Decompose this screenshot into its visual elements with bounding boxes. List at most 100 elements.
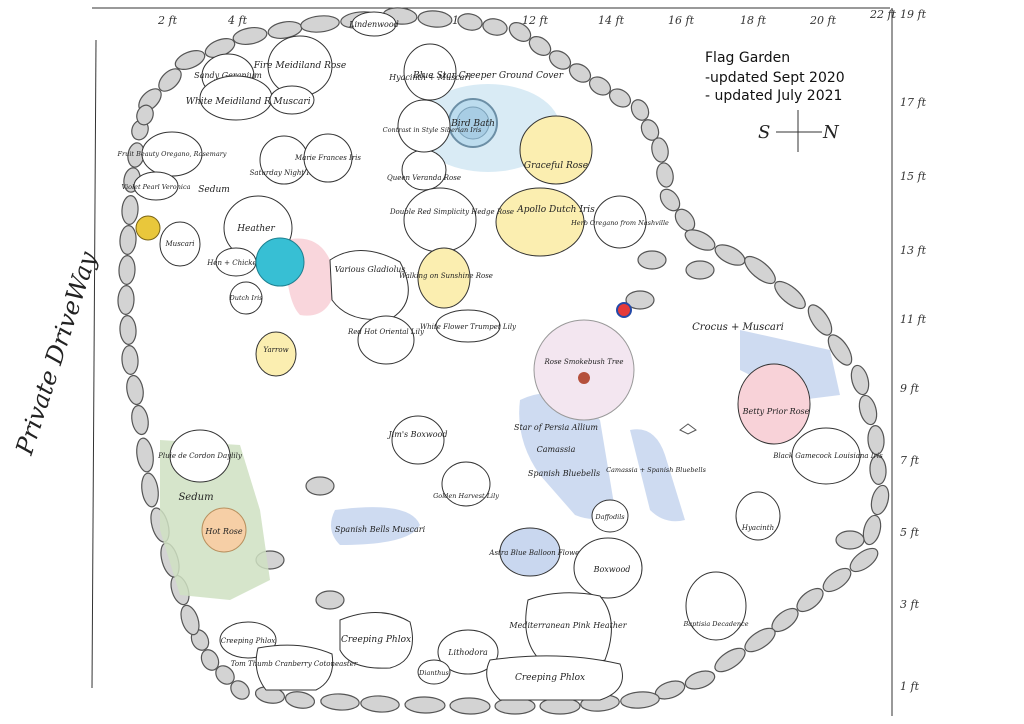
- flagstone: [482, 18, 508, 36]
- bed-label: Sedum: [198, 185, 230, 195]
- flagstone: [232, 27, 268, 45]
- flagstone: [121, 195, 139, 225]
- bed-label: Pluie de Cordon Daylily: [157, 452, 243, 460]
- bed-black-gamecock-iris: Black Gamecock Louisiana Iris: [772, 427, 883, 485]
- flagstone: [300, 15, 340, 33]
- flagstone: [449, 697, 491, 715]
- flagstone: [568, 63, 592, 83]
- flagstone: [180, 604, 200, 636]
- bed-betty-prior-rose: Betty Prior Rose: [737, 363, 811, 445]
- compass: S N: [758, 110, 840, 152]
- flagstone: [174, 50, 206, 70]
- tick-top: 12 ft: [522, 14, 549, 27]
- bed-label: Tom Thumb Cranberry Cotoneaster: [231, 660, 358, 668]
- bed-label: Fire Meidiland Rose: [253, 61, 346, 71]
- flagstone: [807, 304, 833, 336]
- flagstone: [588, 76, 612, 96]
- bed-label: Yarrow: [263, 346, 288, 354]
- flagstone: [796, 587, 824, 613]
- bed-dianthus: Dianthus: [417, 659, 451, 685]
- flagstone: [119, 225, 137, 255]
- flagstone: [117, 285, 135, 315]
- bed-crocus-muscari: Crocus + Muscari: [692, 322, 784, 333]
- bed-label: Dianthus: [418, 669, 449, 677]
- tick-right: 13 ft: [900, 244, 927, 257]
- bed-label: Sandy Geranium: [194, 71, 262, 80]
- flagstone: [284, 691, 316, 709]
- flagstone: [684, 670, 716, 690]
- bed-label: Marie Frances Iris: [294, 154, 361, 162]
- bed-label: Blue Star Creeper Ground Cover: [412, 71, 564, 81]
- bed-mediterranean-heather: Mediterranean Pink Heather: [508, 592, 628, 667]
- tick-top: 14 ft: [598, 14, 625, 27]
- bed-daffodils: Daffodils: [591, 499, 629, 533]
- bed-label: Lindenwood: [348, 20, 399, 29]
- measurement-axes: [91, 7, 893, 716]
- flagstone: [118, 255, 136, 285]
- bed-marie-frances-iris: Marie Frances Iris: [294, 133, 361, 183]
- bed-hyacinth-right: Hyacinth: [735, 491, 781, 541]
- flagstone: [508, 22, 532, 42]
- bird-bath: Bird Bath: [448, 98, 498, 148]
- bed-spanish-bluebells: Spanish Bluebells: [528, 469, 600, 478]
- bed-yarrow: Yarrow: [255, 331, 297, 377]
- tick-right: 19 ft: [900, 8, 927, 21]
- bed-label: Camassia: [537, 445, 576, 454]
- bed-label: Camassia + Spanish Bluebells: [606, 466, 706, 474]
- bed-label: Graceful Rose: [524, 161, 588, 171]
- bed-walking-on-sunshine: Walking on Sunshine Rose: [399, 247, 493, 309]
- bed-double-red-rose: Double Red Simplicity Hedge Rose: [389, 187, 514, 253]
- flagstone: [651, 137, 669, 163]
- compass-s: S: [758, 122, 770, 143]
- bed-fire-meidiland-rose: Fire Meidiland Rose: [253, 35, 346, 97]
- bed-label: Walking on Sunshine Rose: [399, 272, 493, 280]
- bed-veronica: Violet Pearl Veronica: [122, 171, 191, 201]
- bed-camassia: Camassia: [537, 445, 576, 454]
- bed-label: Jim's Boxwood: [386, 430, 447, 439]
- bed-graceful-rose: Graceful Rose: [519, 115, 593, 185]
- flagstone: [827, 334, 853, 366]
- bed-label: Spanish Bluebells: [528, 469, 600, 478]
- flagstone: [158, 68, 182, 92]
- flagstone: [136, 104, 154, 126]
- flagstone: [744, 627, 776, 653]
- tick-top: 22 ft: [869, 8, 897, 21]
- flagstone: [714, 647, 746, 673]
- stepping-stone: [835, 530, 865, 550]
- bed-sedum-top: Sedum: [198, 185, 230, 195]
- tick-top: 4 ft: [227, 14, 248, 27]
- bed-trumpet-lily: White Flower Trumpet Lily: [420, 309, 517, 343]
- bed-label: Creeping Phlox: [515, 673, 585, 683]
- bed-label: Astra Blue Balloon Flower: [488, 549, 583, 557]
- bed-dutch-iris-left: Dutch Iris: [229, 281, 264, 315]
- bed-label: Black Gamecock Louisiana Iris: [772, 452, 883, 460]
- bed-label: Creeping Phlox: [221, 637, 276, 645]
- stepping-stone: [305, 476, 335, 496]
- bed-various-gladiolus: Various Gladiolus: [329, 250, 409, 321]
- flagstone: [200, 649, 220, 671]
- bed-label: Dutch Iris: [229, 294, 264, 302]
- legend-updated-2: - updated July 2021: [705, 88, 842, 104]
- tick-top: 18 ft: [740, 14, 767, 27]
- tick-right: 15 ft: [900, 170, 927, 183]
- flagstone: [630, 99, 650, 121]
- stepping-stone: [685, 260, 715, 280]
- flagstone: [131, 404, 149, 436]
- bed-baptisia: Baptisia Decadence: [682, 571, 749, 641]
- plant-beds: Sandy Geranium White Meidiland Rose Fire…: [117, 11, 883, 701]
- bed-label: Hyacinth: [741, 524, 774, 532]
- bed-label: Red Hot Oriental Lily: [347, 328, 425, 336]
- flagstone: [215, 665, 235, 685]
- bed-spanish-bells-muscari: Spanish Bells Muscari: [335, 525, 426, 534]
- driveway-text: Private DriveWay: [10, 248, 102, 459]
- bed-label: Fruit Beauty Oregano, Rosemary: [117, 150, 227, 158]
- bed-label: White Flower Trumpet Lily: [420, 323, 517, 331]
- bed-label: Golden Harvest Lily: [433, 492, 499, 500]
- flagstone: [714, 244, 746, 266]
- bed-label: Queen Veranda Rose: [387, 174, 461, 182]
- bed-label: Apollo Dutch Iris: [516, 205, 595, 215]
- right-ticks: 19 ft 17 ft 15 ft 13 ft 11 ft 9 ft 7 ft …: [900, 8, 927, 693]
- flagstone: [862, 514, 882, 546]
- bed-creeping-phlox-bottom: Creeping Phlox: [486, 655, 623, 701]
